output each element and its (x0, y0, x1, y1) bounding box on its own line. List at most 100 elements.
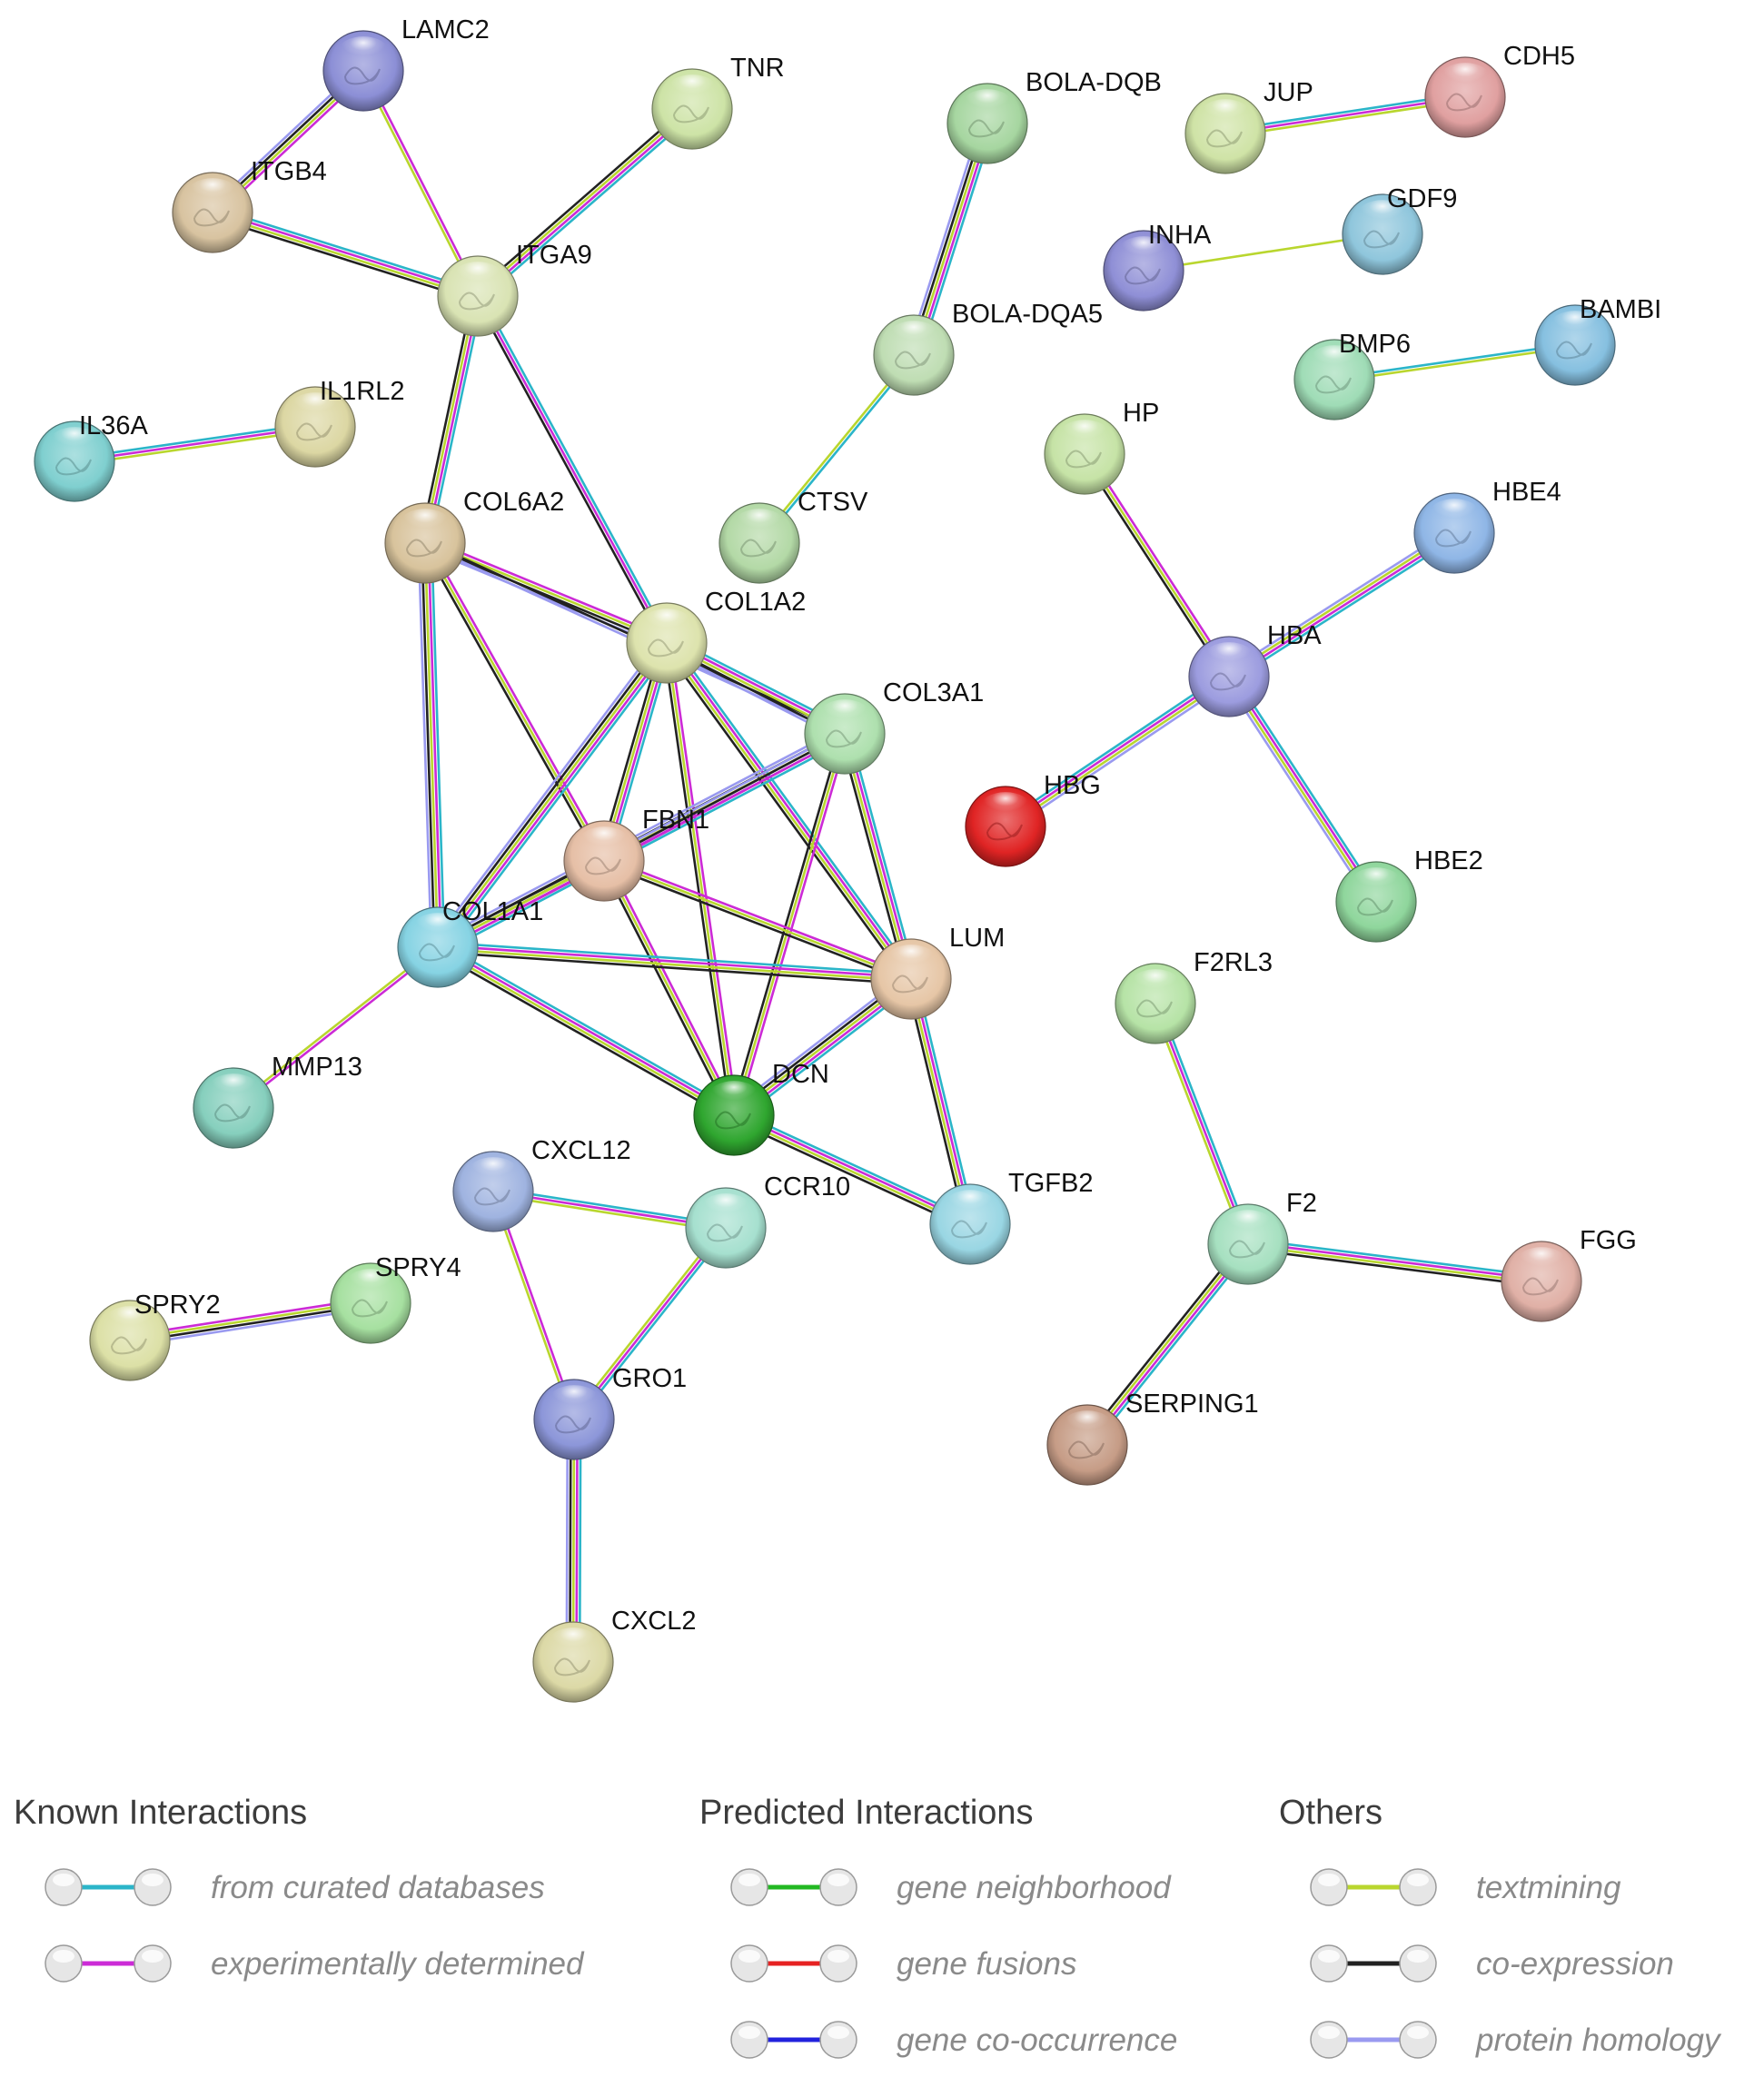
legend-node-highlight (738, 2026, 760, 2039)
edge-evidence-coexpression (210, 215, 478, 302)
edge-evidence-databases (1232, 672, 1382, 901)
node-label-tnr: TNR (730, 54, 785, 83)
edge-evidence-coexpression (423, 543, 668, 646)
edge-evidence-databases (439, 942, 738, 1113)
node-fbn1[interactable]: FBN1 (563, 806, 709, 902)
structure-glyph (1435, 529, 1472, 548)
edge-evidence-experiments (736, 733, 849, 1118)
node-il1rl2[interactable]: IL1RL2 (274, 377, 405, 468)
structure-glyph (740, 539, 777, 558)
edge-evidence-experiments (572, 1226, 728, 1421)
node-bmp6[interactable]: BMP6 (1293, 330, 1411, 420)
node-il36a[interactable]: IL36A (34, 411, 148, 502)
structure-glyph (1229, 1240, 1265, 1259)
legend-node-highlight (142, 1950, 164, 1963)
edge-evidence-experiments (845, 732, 915, 980)
node-f2[interactable]: F2 (1207, 1189, 1317, 1285)
node-hp[interactable]: HP (1044, 399, 1159, 495)
node-highlight (1440, 63, 1491, 92)
edge-evidence-textmining (436, 947, 913, 983)
node-cdh5[interactable]: CDH5 (1424, 42, 1575, 138)
edge-evidence-homology (1224, 677, 1373, 906)
node-hba[interactable]: HBA (1188, 621, 1322, 717)
edge-evidence-databases (847, 731, 917, 979)
node-label-inha: INHA (1148, 221, 1212, 250)
node-cxcl12[interactable]: CXCL12 (452, 1136, 631, 1232)
edge-evidence-databases (428, 295, 484, 546)
node-hbg[interactable]: HBG (965, 771, 1101, 867)
node-hbe4[interactable]: HBE4 (1413, 478, 1561, 574)
node-label-bambi: BAMBI (1580, 295, 1661, 324)
legend-node-highlight (738, 1874, 760, 1886)
legend-node-highlight (53, 1874, 74, 1886)
legend-item-cooccurrence: gene co-occurrence (730, 2021, 1177, 2059)
edge-evidence-coexpression (661, 644, 908, 984)
edge-evidence-experiments (1228, 533, 1457, 679)
node-lum[interactable]: LUM (870, 924, 1005, 1020)
node-label-hba: HBA (1267, 621, 1322, 650)
edge-evidence-experiments (127, 1297, 372, 1337)
node-tnr[interactable]: TNR (651, 54, 785, 150)
edge-evidence-experiments (733, 1113, 973, 1224)
structure-glyph (352, 1299, 388, 1318)
structure-glyph (214, 1103, 251, 1123)
node-itgb4[interactable]: ITGB4 (172, 157, 327, 253)
structure-glyph (111, 1336, 147, 1355)
structure-glyph (968, 119, 1005, 138)
node-spry4[interactable]: SPRY4 (330, 1253, 461, 1344)
node-f2rl3[interactable]: F2RL3 (1115, 948, 1273, 1044)
legend-item-fusion: gene fusions (730, 1944, 1076, 1983)
edge-evidence-textmining (1085, 1241, 1248, 1446)
legend-label: experimentally determined (211, 1946, 585, 1982)
node-cxcl2[interactable]: CXCL2 (532, 1607, 697, 1703)
node-spry2[interactable]: SPRY2 (89, 1291, 221, 1381)
node-gro1[interactable]: GRO1 (533, 1364, 687, 1460)
node-bola-dqa5[interactable]: BOLA-DQA5 (873, 300, 1103, 396)
edge-evidence-coexpression (729, 731, 843, 1116)
node-bambi[interactable]: BAMBI (1534, 295, 1661, 386)
node-highlight (548, 1627, 599, 1657)
edge-evidence-textmining (423, 541, 606, 863)
structure-glyph (585, 856, 621, 875)
node-ctsv[interactable]: CTSV (718, 488, 868, 584)
edge-evidence-experiments (439, 643, 671, 951)
node-bola-dqb[interactable]: BOLA-DQB (946, 68, 1162, 164)
legend-node-highlight (142, 1874, 164, 1886)
edge-col1a1-mmp13 (231, 945, 441, 1111)
node-ccr10[interactable]: CCR10 (685, 1172, 850, 1269)
legend-node-highlight (827, 1874, 849, 1886)
structure-glyph (673, 104, 709, 124)
node-col6a2[interactable]: COL6A2 (384, 488, 564, 584)
node-highlight (886, 945, 937, 974)
node-hbe2[interactable]: HBE2 (1335, 846, 1483, 943)
node-itga9[interactable]: ITGA9 (437, 241, 592, 337)
node-mmp13[interactable]: MMP13 (193, 1053, 362, 1149)
node-highlight (667, 74, 718, 104)
node-col1a2[interactable]: COL1A2 (626, 588, 806, 684)
node-jup[interactable]: JUP (1184, 78, 1313, 174)
edge-evidence-experiments (605, 858, 738, 1115)
edge-evidence-coexpression (1246, 1248, 1542, 1288)
edge-evidence-textmining (664, 642, 911, 982)
edge-evidence-databases (914, 976, 976, 1225)
node-dcn[interactable]: DCN (693, 1060, 829, 1156)
node-inha[interactable]: INHA (1103, 221, 1212, 312)
edge-evidence-textmining (570, 1224, 725, 1419)
legend-item-textmining: textmining (1310, 1868, 1621, 1906)
node-serping1[interactable]: SERPING1 (1046, 1390, 1259, 1486)
node-fgg[interactable]: FGG (1501, 1226, 1637, 1322)
node-label-gro1: GRO1 (612, 1364, 687, 1393)
node-col1a1[interactable]: COL1A1 (397, 897, 543, 988)
edge-evidence-databases (669, 638, 917, 978)
structure-glyph (826, 729, 862, 748)
node-label-itgb4: ITGB4 (251, 157, 327, 186)
node-label-hp: HP (1123, 399, 1159, 428)
node-col3a1[interactable]: COL3A1 (804, 678, 984, 775)
structure-glyph (296, 422, 332, 441)
node-lamc2[interactable]: LAMC2 (322, 15, 490, 112)
structure-glyph (1315, 375, 1352, 394)
structure-glyph (1357, 897, 1393, 916)
edge-evidence-experiments (1229, 674, 1379, 903)
node-tgfb2[interactable]: TGFB2 (929, 1169, 1093, 1265)
node-gdf9[interactable]: GDF9 (1342, 184, 1457, 275)
